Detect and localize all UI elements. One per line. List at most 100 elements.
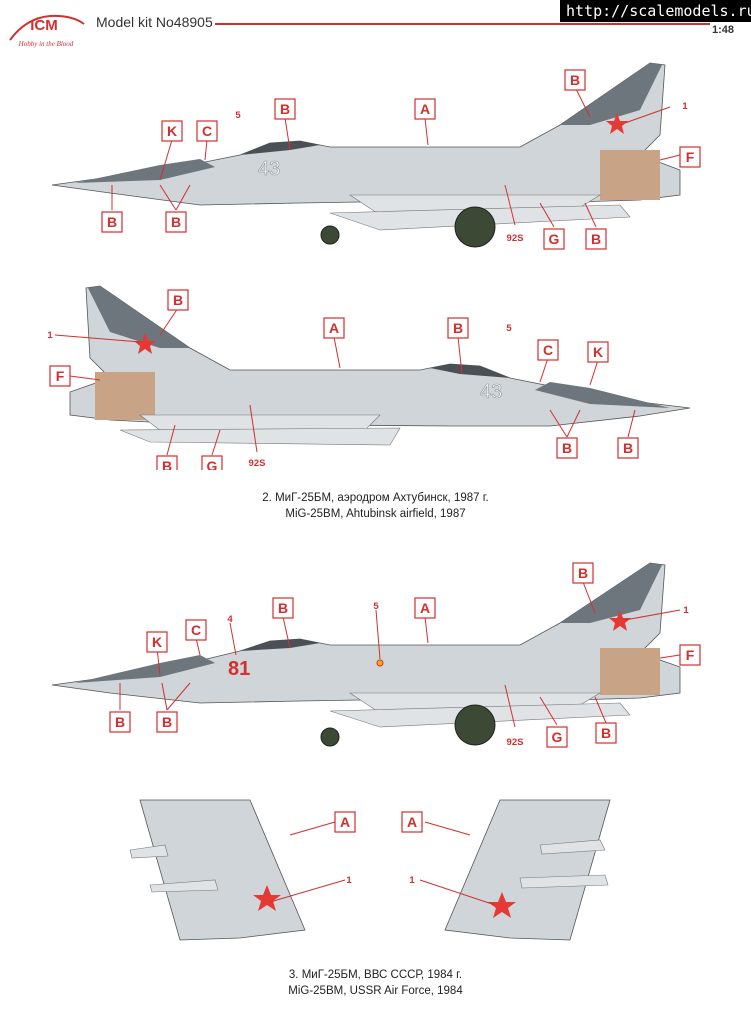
callout-A <box>401 811 423 833</box>
callout-B <box>167 289 189 311</box>
red-star <box>488 892 516 918</box>
profile-right-2: 43 B 1 F A B 5 C K B B B G 92S <box>47 285 691 470</box>
svg-text:F: F <box>56 368 65 384</box>
callout-F <box>679 644 701 666</box>
callout-K <box>587 341 609 363</box>
svg-text:B: B <box>623 440 633 456</box>
callouts: B 1 F A B 5 C K B B B G 92S <box>47 289 639 470</box>
profile-left-3: 81 K C 4 B 5 A B 1 F B B 92S G B <box>51 562 701 748</box>
callout-A <box>323 317 345 339</box>
svg-text:B: B <box>278 600 288 616</box>
callouts: K C 4 B 5 A B 1 F B B 92S G B <box>109 562 701 748</box>
svg-text:K: K <box>593 344 603 360</box>
callout-B <box>109 711 131 733</box>
model-kit-title: Model kit No48905 <box>96 14 213 30</box>
svg-text:G: G <box>552 729 563 745</box>
callout-B <box>156 455 178 470</box>
svg-text:B: B <box>591 231 601 247</box>
caption-scheme3-en: MiG-25BM, USSR Air Force, 1984 <box>288 985 463 997</box>
svg-text:A: A <box>420 101 430 117</box>
callout-4: 4 <box>227 614 233 625</box>
svg-text:C: C <box>191 622 201 638</box>
callouts: A 1 A 1 <box>269 811 496 906</box>
callout-B <box>572 562 594 584</box>
callout-G <box>201 455 223 470</box>
callout-5: 5 <box>506 323 512 334</box>
callout-5: 5 <box>373 601 379 612</box>
wing-underside-left <box>129 799 306 941</box>
callout-B <box>156 711 178 733</box>
brand-text: ICM <box>30 17 58 34</box>
caption-scheme2-en: MiG-25BM, Ahtubinsk airfield, 1987 <box>285 508 466 520</box>
svg-text:B: B <box>162 714 172 730</box>
wing-views: A 1 A 1 <box>129 799 611 941</box>
red-star <box>606 113 628 134</box>
callout-B <box>274 98 296 120</box>
callout-B <box>556 437 578 459</box>
svg-text:F: F <box>686 647 695 663</box>
svg-text:B: B <box>601 725 611 741</box>
callout-92S: 92S <box>507 737 524 748</box>
callout-F <box>49 365 71 387</box>
callout-G <box>543 228 565 250</box>
brand-tagline: Hobby in the Blood <box>18 40 74 48</box>
callout-C <box>537 339 559 361</box>
profile-left-1: 43 K C B 5 A B 1 F B B 92S G B <box>51 62 701 250</box>
callout-C <box>185 619 207 641</box>
red-star <box>609 610 631 631</box>
svg-text:C: C <box>543 342 553 358</box>
callout-1: 1 <box>47 330 53 341</box>
svg-text:B: B <box>107 214 117 230</box>
callout-B <box>617 437 639 459</box>
svg-text:K: K <box>167 123 177 139</box>
callout-1: 1 <box>683 605 689 616</box>
callout-K <box>146 631 168 653</box>
svg-text:C: C <box>202 123 212 139</box>
svg-text:B: B <box>453 320 463 336</box>
callout-A <box>414 98 436 120</box>
red-star <box>134 333 156 354</box>
callout-A <box>414 597 436 619</box>
svg-text:B: B <box>562 440 572 456</box>
callout-B <box>585 228 607 250</box>
aircraft-profile: 81 <box>51 562 681 747</box>
watermark-url[interactable]: http://scalemodels.ru <box>560 0 751 22</box>
svg-text:A: A <box>340 814 350 830</box>
callout-B <box>564 69 586 91</box>
red-star <box>253 885 281 911</box>
callout-B <box>272 597 294 619</box>
callout-1: 1 <box>682 101 688 112</box>
svg-text:B: B <box>570 72 580 88</box>
callout-F <box>679 146 701 168</box>
callout-5: 5 <box>235 110 241 121</box>
svg-text:B: B <box>173 292 183 308</box>
caption-scheme3-ru: 3. МиГ-25БМ, ВВС СССР, 1984 г. <box>288 969 463 981</box>
svg-text:K: K <box>152 634 162 650</box>
aircraft-profile: 43 <box>69 285 691 446</box>
callouts: K C B 5 A B 1 F B B 92S G B <box>101 69 701 250</box>
callout-B <box>165 211 187 233</box>
svg-text:A: A <box>329 320 339 336</box>
svg-text:B: B <box>115 714 125 730</box>
svg-text:G: G <box>549 231 560 247</box>
tail-number: 81 <box>228 658 250 680</box>
callout-92S: 92S <box>507 233 524 244</box>
callout-C <box>196 120 218 142</box>
callout-1: 1 <box>409 875 415 886</box>
callout-A <box>334 811 356 833</box>
svg-text:A: A <box>420 600 430 616</box>
svg-text:B: B <box>578 565 588 581</box>
scale-label: 1:48 <box>712 24 735 36</box>
svg-text:B: B <box>171 214 181 230</box>
svg-text:B: B <box>162 458 172 470</box>
icm-logo: ICM Hobby in the Blood <box>9 14 85 48</box>
callout-B <box>595 722 617 744</box>
header-rule <box>215 23 710 25</box>
callout-G <box>546 726 568 748</box>
caption-scheme2-ru: 2. МиГ-25БМ, аэродром Ахтубинск, 1987 г. <box>262 492 489 504</box>
callout-B <box>101 211 123 233</box>
svg-text:B: B <box>280 101 290 117</box>
callout-1: 1 <box>346 875 352 886</box>
aircraft-profile: 43 <box>51 62 681 248</box>
callout-92S: 92S <box>249 458 266 469</box>
